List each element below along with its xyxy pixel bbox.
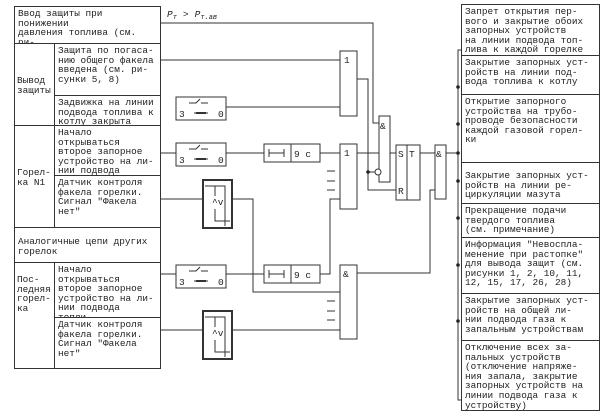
input-last-valve: Начало открываться второе запорное устро… [54,262,161,318]
output-item: Закрытие запорных уст- ройств на линии р… [461,162,600,204]
svg-text:&: & [436,149,442,160]
svg-text:R: R [398,186,404,197]
svg-text:3: 3 [179,109,185,120]
svg-text:&: & [343,269,349,280]
svg-text:0: 0 [218,155,224,166]
svg-text:T: T [409,149,415,160]
or-gate-protection: 1 [339,50,358,117]
flame-sensor-block-last: ^v [202,310,233,360]
svg-text:9 с: 9 с [294,270,311,281]
wires [160,22,461,401]
svg-text:^v: ^v [212,197,224,208]
svg-text:^v: ^v [212,328,224,339]
input-burner1-valve: Начало открываться второе запорное устро… [54,125,161,176]
svg-text:S: S [398,149,404,160]
svg-text:1: 1 [344,55,350,66]
and-gate-pressure: & [374,115,391,183]
and-gate-flame-sensors: & [339,264,358,340]
or-gate-burners: 1 [339,143,358,210]
svg-text:3: 3 [179,277,185,288]
group-label: Вывод защиты [17,74,51,96]
group-label: Пос- ледняя горел- ка [17,274,51,314]
output-item: Закрытие запорных уст- ройств на линии п… [461,55,600,95]
svg-text:0: 0 [218,109,224,120]
svg-text:3: 3 [179,155,185,166]
input-last-flame-sensor: Датчик контроля факела горелки. Сигнал "… [54,317,161,369]
output-item: Запрет открытия пер- вого и закрытие обо… [461,4,600,56]
timer-block-burner1: 9 с [263,143,321,163]
svg-text:9 с: 9 с [294,149,311,160]
svg-text:&: & [380,121,386,132]
pressure-condition: Pт>Pт.ав [167,9,217,22]
input-flame-protection: Защита по погаса- нию общего факела введ… [54,43,161,96]
timer-block-last-burner: 9 с [263,264,321,284]
bus-junctions [456,85,460,323]
svg-text:1: 1 [344,148,350,159]
flame-sensor-block-1: ^v [202,179,233,229]
output-item: Прекращение подачи твердого топлива (см.… [461,203,600,238]
svg-text:0: 0 [218,277,224,288]
output-item: Отключение всех за- пальных устройств (о… [461,340,600,411]
and-gate-output: & [434,144,447,200]
group-label: Горел- ка N1 [17,166,51,188]
